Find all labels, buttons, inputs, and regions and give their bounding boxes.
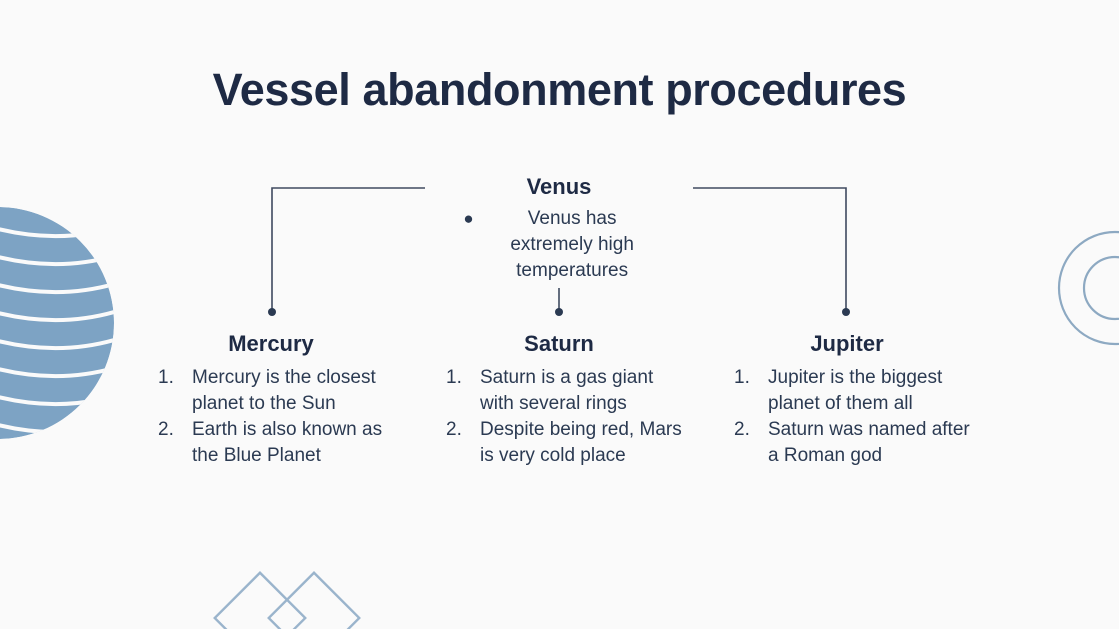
list-item: 1. Saturn is a gas giant with several ri… [434,365,684,417]
node-mercury: Mercury 1. Mercury is the closest planet… [146,329,396,469]
node-heading-venus: Venus [526,174,592,199]
node-saturn: Saturn 1. Saturn is a gas giant with sev… [434,329,684,469]
list-item-number: 1. [734,367,750,388]
bullet-icon: ● [463,209,474,228]
list-item-text: Jupiter is the biggest planet of them al… [768,367,943,414]
list-item-text: Saturn is a gas giant with several rings [480,367,654,414]
node-heading-mercury: Mercury [228,331,314,356]
ordered-list-jupiter: 1. Jupiter is the biggest planet of them… [722,365,972,469]
connector-dot-jupiter [842,308,850,316]
ordered-list-saturn: 1. Saturn is a gas giant with several ri… [434,365,684,469]
list-item-text: Earth is also known as the Blue Planet [192,419,383,466]
list-item-number: 2. [158,419,174,440]
node-heading-saturn: Saturn [524,331,594,356]
list-item-text: Venus has extremely high temperatures [510,208,634,281]
page-title: Vessel abandonment procedures [212,64,907,115]
list-item: ● Venus has extremely high temperatures [449,206,669,284]
list-item: 1. Mercury is the closest planet to the … [146,365,396,417]
list-item-number: 1. [158,367,174,388]
connector-jupiter [693,187,847,310]
list-item-number: 1. [446,367,462,388]
list-item: 2. Earth is also known as the Blue Plane… [146,417,396,469]
list-item: 2. Saturn was named after a Roman god [722,417,972,469]
connector-dot-saturn [555,308,563,316]
node-venus: Venus ● Venus has extremely high tempera… [449,172,669,284]
node-jupiter: Jupiter 1. Jupiter is the biggest planet… [722,329,972,469]
node-heading-jupiter: Jupiter [810,331,884,356]
connector-dot-mercury [268,308,276,316]
list-item-number: 2. [446,419,462,440]
list-item-number: 2. [734,419,750,440]
list-item-text: Despite being red, Mars is very cold pla… [480,419,682,466]
list-item-text: Saturn was named after a Roman god [768,419,970,466]
list-item: 1. Jupiter is the biggest planet of them… [722,365,972,417]
list-item-text: Mercury is the closest planet to the Sun [192,367,376,414]
connector-mercury [271,187,425,310]
list-item: 2. Despite being red, Mars is very cold … [434,417,684,469]
ordered-list-mercury: 1. Mercury is the closest planet to the … [146,365,396,469]
